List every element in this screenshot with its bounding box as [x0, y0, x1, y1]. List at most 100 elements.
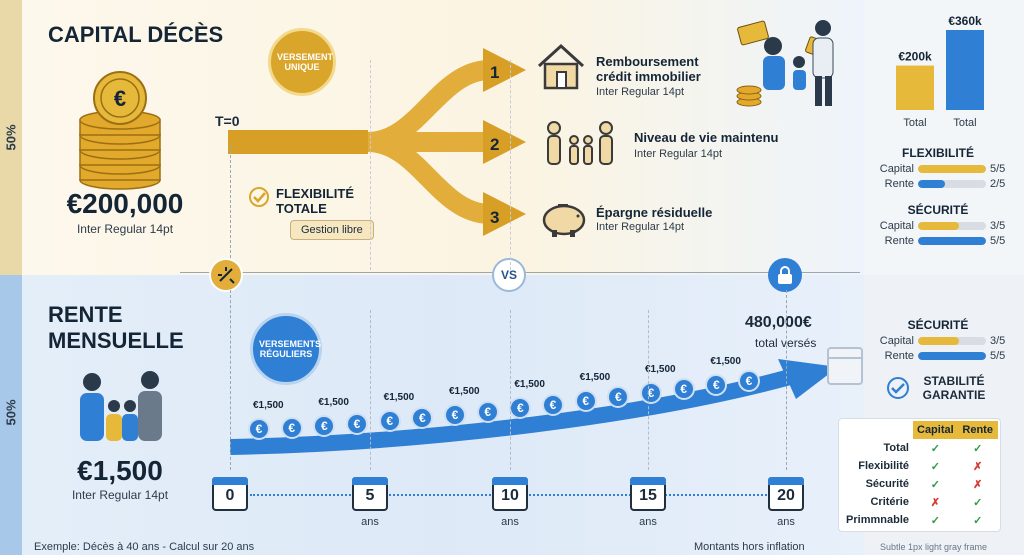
top-percent: 50%	[3, 124, 19, 151]
timeline-unit-10: ans	[501, 516, 519, 528]
timeline-box-10: 10	[492, 477, 528, 511]
timeline-box-15: 15	[630, 477, 666, 511]
score-bar	[918, 237, 986, 245]
timeline-box-0: 0	[212, 477, 248, 511]
table-cell: ✓	[973, 514, 983, 527]
score-fill	[918, 222, 959, 230]
coin-icon: €	[411, 407, 434, 430]
vs-badge: VS	[492, 258, 526, 292]
table-row: Primmnable✓✓	[841, 511, 998, 529]
footer-left: Exemple: Décès à 40 ans - Calcul sur 20 …	[34, 541, 255, 553]
score-row: Rente 5/5	[868, 350, 1008, 362]
stability-title: STABILITÉ GARANTIE	[922, 374, 986, 402]
timeline-unit-5: ans	[361, 516, 379, 528]
table-cell: ✓	[930, 460, 940, 473]
coin-icon: €	[476, 400, 499, 423]
growth-arrow	[230, 359, 838, 455]
branch-2-subtitle: Inter Regular 14pt	[634, 148, 723, 160]
rente-total-label: total versés	[755, 336, 817, 350]
table-cell: Primmnable	[846, 514, 909, 526]
coin-icon: €	[313, 414, 336, 437]
rente-title: RENTE MENSUELLE	[48, 302, 184, 353]
coin-icon: €	[738, 370, 760, 392]
table-row: Critérie✗✓	[841, 493, 998, 511]
score-bar	[918, 222, 986, 230]
score-fill	[918, 165, 986, 173]
score-value: 5/5	[990, 350, 1006, 362]
branch-1-number: 1	[490, 63, 500, 82]
score-label: Capital	[879, 335, 914, 347]
coin-label: €1,500	[645, 364, 676, 376]
score-bar	[918, 337, 986, 345]
timeline-guide-5	[370, 310, 371, 470]
t0-dashed-line	[230, 145, 231, 273]
gestion-libre-tag: Gestion libre	[290, 220, 374, 240]
coin-icon: €	[248, 418, 270, 440]
coin-label: €1,500	[710, 356, 741, 368]
branch-1-title: Remboursement crédit immobilier	[596, 54, 701, 84]
timeline-box-5: 5	[352, 477, 388, 511]
timeline-guide-20	[786, 290, 787, 470]
table-header: Rente	[957, 421, 998, 439]
table-cell: ✗	[973, 478, 983, 491]
versements-reguliers-label: VERSEMENTS RÉGULIERS	[259, 339, 322, 359]
coin-icon: €	[672, 378, 695, 401]
top-guide-2	[510, 60, 511, 270]
rente-panel	[22, 275, 864, 555]
timeline-unit-15: ans	[639, 516, 657, 528]
bottom-percent: 50%	[3, 399, 19, 426]
timeline-unit-20: ans	[777, 516, 795, 528]
table-cell: ✗	[973, 460, 983, 473]
piggy-bank-icon	[542, 204, 586, 237]
timeline-box-20: 20	[768, 477, 804, 511]
score-fill	[918, 337, 959, 345]
table-cell: Total	[883, 442, 909, 454]
score-value: 3/5	[990, 335, 1006, 347]
table-cell: Critérie	[870, 496, 909, 508]
table-cell: Flexibilité	[858, 460, 909, 472]
score-fill	[918, 352, 986, 360]
coin-icon: €	[640, 382, 662, 405]
bar-category-label: Total	[903, 117, 926, 129]
flex-title: FLEXIBILITÉ TOTALE	[276, 186, 354, 216]
coin-icon: €	[574, 390, 597, 413]
coin-label: €1,500	[579, 372, 611, 384]
table-cell: ✓	[973, 496, 983, 509]
lock-icon	[768, 258, 802, 292]
branch-2-number: 2	[490, 135, 500, 154]
score-row: Capital 3/5	[868, 335, 1008, 347]
score-label: Rente	[884, 235, 914, 247]
score-label: Capital	[879, 163, 914, 175]
branch-3-title: Épargne résiduelle	[596, 205, 713, 220]
score-bar	[918, 180, 986, 188]
score-fill	[918, 237, 986, 245]
family-icon	[547, 121, 613, 165]
score-row: Capital 5/5	[868, 163, 1008, 175]
score-bar	[918, 165, 986, 173]
score-fill	[918, 180, 946, 188]
svg-text:€: €	[114, 86, 126, 111]
score-value: 5/5	[990, 163, 1006, 175]
coin-icon: €	[607, 386, 630, 409]
capital-title: CAPITAL DÉCÈS	[48, 22, 224, 47]
coin-icon: €	[705, 374, 728, 397]
coin-icon: €	[280, 416, 303, 439]
top-strip	[0, 0, 22, 275]
coin-icon: €	[378, 409, 401, 432]
calendar-icon	[827, 347, 863, 385]
versement-unique-badge: VERSEMENT UNIQUE	[268, 28, 336, 96]
score-value: 3/5	[990, 220, 1006, 232]
burst-icon	[209, 258, 243, 292]
table-row: Sécurité✓✗	[841, 475, 998, 493]
branching-arrows	[228, 48, 526, 236]
table-header: Capital	[913, 421, 958, 439]
coin-icon: €	[346, 412, 368, 435]
score-label: Rente	[884, 350, 914, 362]
